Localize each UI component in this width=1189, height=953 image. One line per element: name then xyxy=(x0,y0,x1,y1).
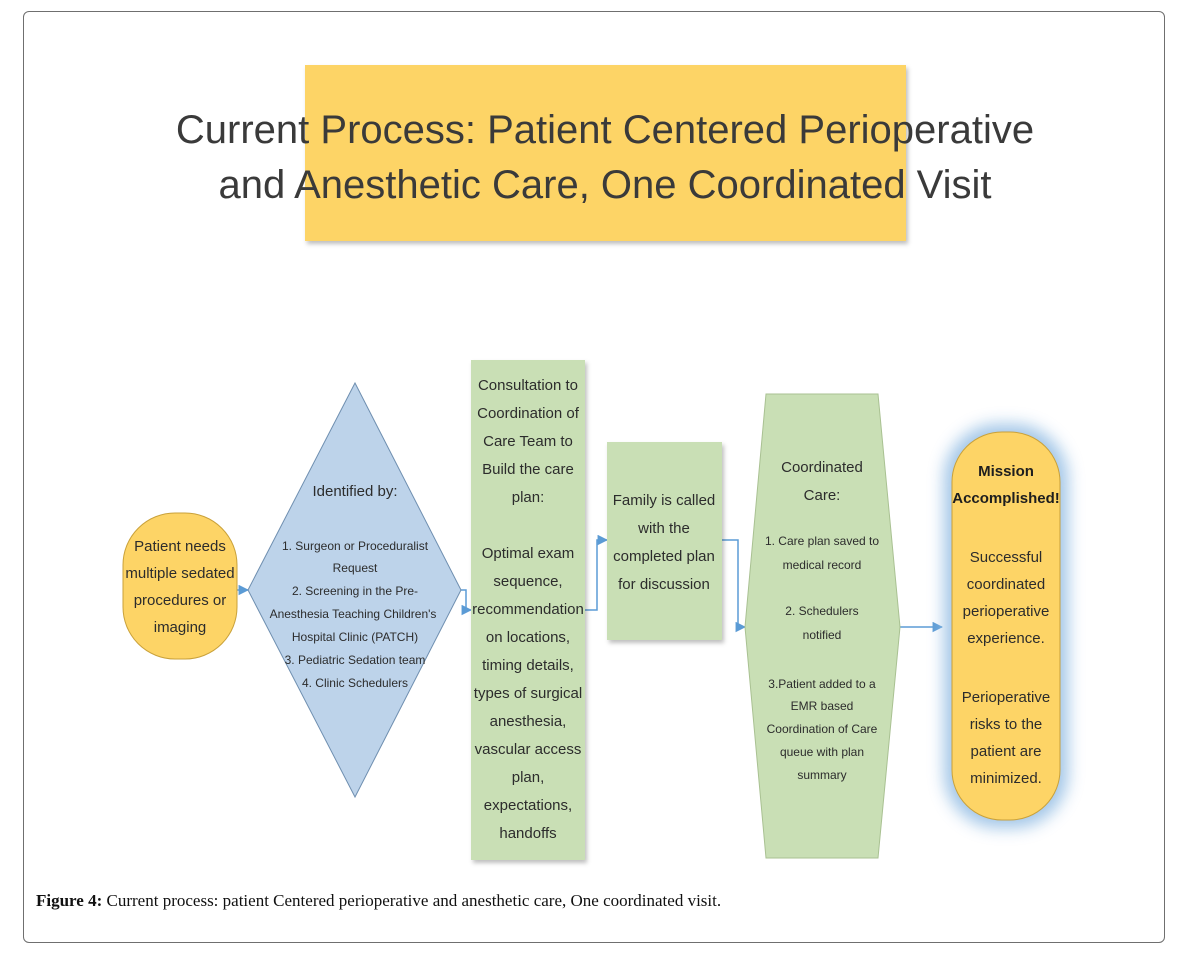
connector-consultation-to-family xyxy=(585,534,609,611)
consultation-line-3: recommendation xyxy=(472,601,584,618)
connector-family-to-coordinated xyxy=(722,539,747,633)
consultation-line-11: handoffs xyxy=(499,825,556,842)
consultation-line-6: types of surgical xyxy=(474,685,582,702)
mission-line-6: risks to the xyxy=(970,716,1043,733)
family-called-line-2: with the xyxy=(637,520,690,537)
consultation-box: Consultation to Coordination of Care Tea… xyxy=(471,360,585,860)
title-box: Current Process: Patient Centered Periop… xyxy=(176,65,1034,241)
patient-needs-line-1: Patient needs xyxy=(134,538,226,555)
start-node-patient-needs: Patient needs multiple sedated procedure… xyxy=(122,512,238,660)
identified-by-line-3: 2. Screening in the Pre- xyxy=(292,584,418,598)
patient-needs-line-3: procedures or xyxy=(134,592,227,609)
identified-by-line-7: 4. Clinic Schedulers xyxy=(302,676,408,690)
consultation-line-1: Optimal exam xyxy=(482,545,575,562)
mission-line-5: Perioperative xyxy=(962,689,1050,706)
identified-by-line-1: 1. Surgeon or Proceduralist xyxy=(282,539,429,553)
identified-by-line-6: 3. Pediatric Sedation team xyxy=(285,653,426,667)
family-called-box: Family is called with the completed plan… xyxy=(607,442,722,640)
consultation-heading-2: Coordination of xyxy=(477,405,580,422)
consultation-line-5: timing details, xyxy=(482,657,574,674)
mission-line-1: Successful xyxy=(970,549,1043,566)
consultation-line-8: vascular access xyxy=(475,741,582,758)
identified-by-line-2: Request xyxy=(333,561,378,575)
coordinated-care-item1-line-1: 1. Care plan saved to xyxy=(765,534,879,548)
mission-heading-1: Mission xyxy=(978,463,1034,480)
connectors xyxy=(237,534,944,633)
identified-by-diamond: Identified by: 1. Surgeon or Procedurali… xyxy=(247,381,462,799)
identified-by-line-5: Hospital Clinic (PATCH) xyxy=(292,630,418,644)
mission-line-8: minimized. xyxy=(970,770,1042,787)
consultation-heading-3: Care Team to xyxy=(483,433,573,450)
family-called-line-4: for discussion xyxy=(618,576,710,593)
consultation-heading-5: plan: xyxy=(512,489,545,506)
identified-by-heading: Identified by: xyxy=(312,483,397,500)
coordinated-care-heading-1: Coordinated xyxy=(781,459,863,476)
connector-identified-to-consultation xyxy=(461,589,473,616)
caption-label: Figure 4: xyxy=(36,891,103,910)
coordinated-care-item3-line-1: 3.Patient added to a xyxy=(768,677,876,691)
consultation-line-10: expectations, xyxy=(484,797,572,814)
consultation-heading-1: Consultation to xyxy=(478,377,578,394)
coordinated-care-heading-2: Care: xyxy=(804,487,841,504)
mission-line-7: patient are xyxy=(971,743,1042,760)
family-called-line-1: Family is called xyxy=(613,492,716,509)
patient-needs-line-2: multiple sedated xyxy=(125,565,234,582)
caption-text: Current process: patient Centered periop… xyxy=(102,891,722,910)
title-line-1: Current Process: Patient Centered Periop… xyxy=(176,108,1034,152)
mission-line-2: coordinated xyxy=(967,576,1045,593)
consultation-line-9: plan, xyxy=(512,769,545,786)
consultation-heading-4: Build the care xyxy=(482,461,574,478)
patient-needs-line-4: imaging xyxy=(154,619,207,636)
coordinated-care-item1-line-2: medical record xyxy=(783,558,862,572)
mission-accomplished-node: Mission Accomplished! Successful coordin… xyxy=(944,424,1068,828)
identified-by-line-4: Anesthesia Teaching Children's xyxy=(270,607,437,621)
consultation-line-2: sequence, xyxy=(493,573,562,590)
mission-line-3: perioperative xyxy=(963,603,1050,620)
mission-line-4: experience. xyxy=(967,630,1045,647)
consultation-line-4: on locations, xyxy=(486,629,570,646)
figure-caption: Figure 4: Current process: patient Cente… xyxy=(36,891,721,911)
title-line-2: and Anesthetic Care, One Coordinated Vis… xyxy=(218,163,991,207)
coordinated-care-item2-line-1: 2. Schedulers xyxy=(785,604,858,618)
coordinated-care-hexagon: Coordinated Care: 1. Care plan saved to … xyxy=(744,393,901,859)
coordinated-care-item3-line-5: summary xyxy=(797,768,846,782)
coordinated-care-item3-line-2: EMR based xyxy=(791,699,854,713)
mission-heading-2: Accomplished! xyxy=(952,490,1060,507)
coordinated-care-item3-line-3: Coordination of Care xyxy=(767,722,878,736)
family-called-line-3: completed plan xyxy=(613,548,715,565)
coordinated-care-item2-line-2: notified xyxy=(803,628,842,642)
consultation-line-7: anesthesia, xyxy=(490,713,567,730)
coordinated-care-item3-line-4: queue with plan xyxy=(780,745,864,759)
